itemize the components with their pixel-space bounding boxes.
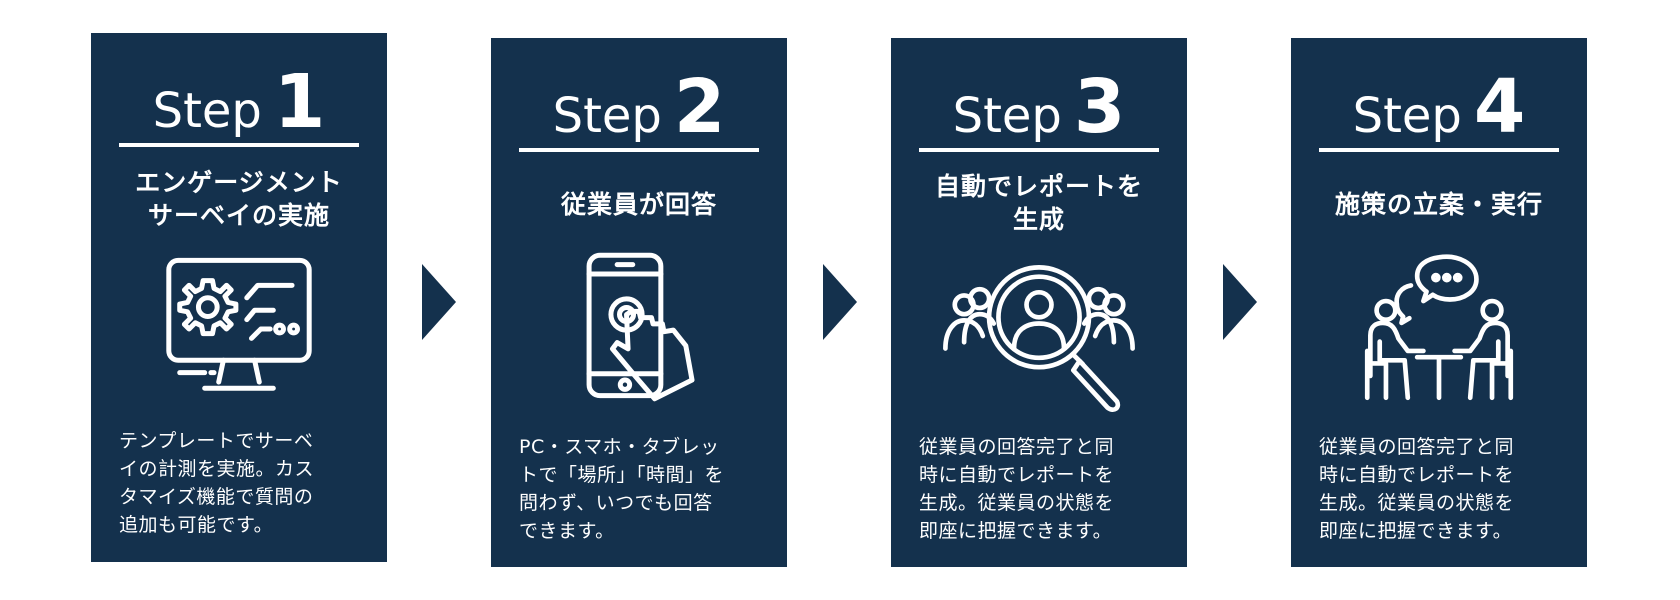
step-description: PC・スマホ・タブレッ トで「場所」「時間」を 問わず、いつでも回答 できます。 — [519, 436, 725, 542]
step-number: 2 — [673, 64, 726, 150]
step-description: 従業員の回答完了と同 時に自動でレポートを 生成。従業員の状態を 即座に把握でき… — [1319, 436, 1515, 542]
step-title: 従業員が回答 — [560, 190, 717, 219]
step-description: テンプレートでサーベ イの計測を実施。カス タマイズ機能で質問の 追加も可能です… — [119, 430, 315, 536]
step-title: 施策の立案・実行 — [1334, 190, 1543, 219]
step-title: エンゲージメント サーベイの実施 — [135, 168, 343, 230]
monitor-gear-icon — [161, 251, 317, 407]
step-label: Step — [552, 88, 662, 144]
step-label: Step — [952, 88, 1062, 144]
step-title: 自動でレポートを 生成 — [934, 172, 1143, 234]
step-description: 従業員の回答完了と同 時に自動でレポートを 生成。従業員の状態を 即座に把握でき… — [919, 436, 1115, 542]
step-label: Step — [152, 83, 262, 139]
chevron-right-icon — [422, 264, 456, 340]
meeting-chat-icon — [1361, 248, 1517, 404]
step-number: 1 — [273, 59, 326, 145]
step-number: 3 — [1073, 64, 1126, 150]
chevron-right-icon — [823, 264, 857, 340]
chevron-right-icon — [1223, 264, 1257, 340]
step-number: 4 — [1473, 64, 1526, 150]
step-label: Step — [1352, 88, 1462, 144]
magnifier-people-icon — [939, 258, 1139, 414]
smartphone-tap-icon — [561, 249, 717, 405]
